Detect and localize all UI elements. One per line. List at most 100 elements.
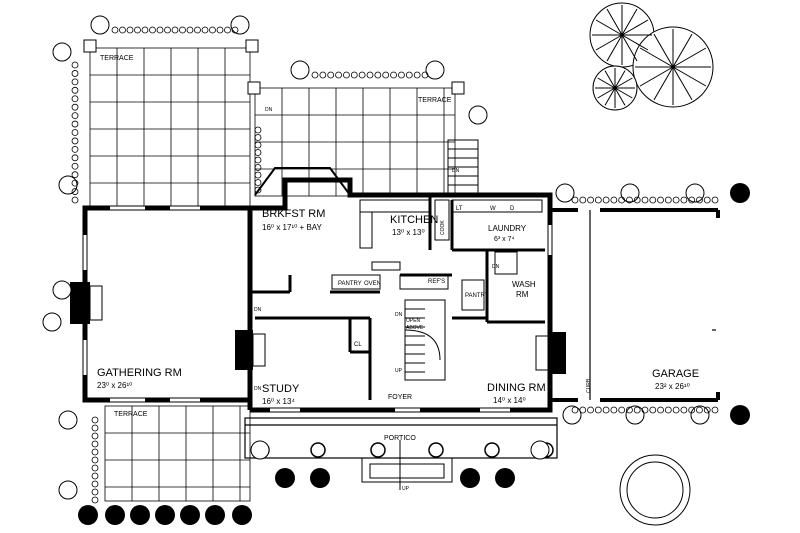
tree-spoke <box>672 33 693 68</box>
shrub-circle <box>290 60 310 80</box>
flower <box>390 71 397 79</box>
gathering-dims: 23⁰ x 26¹⁰ <box>97 381 132 390</box>
laundry-name: LAUNDRY <box>488 224 527 233</box>
kitchen-counters <box>331 199 543 311</box>
garage-curb <box>589 210 716 400</box>
tree-spoke <box>604 87 616 106</box>
tree-spoke <box>595 34 623 51</box>
shrub-circle <box>42 312 62 332</box>
flower <box>71 196 79 204</box>
flower <box>571 406 579 414</box>
dark-shrub <box>310 468 330 488</box>
brkfst-name: BRKFST RM <box>262 208 325 220</box>
oven-label: OVEN <box>364 281 381 287</box>
flower <box>71 188 79 195</box>
flower <box>156 26 164 34</box>
flower <box>134 26 141 34</box>
dark-shrub <box>130 505 150 525</box>
hearths <box>89 285 549 371</box>
breakfast-bay <box>254 167 351 196</box>
tree-spoke <box>621 34 649 51</box>
flower <box>618 196 626 204</box>
flower <box>71 171 79 179</box>
portico-column <box>428 442 444 458</box>
flower <box>91 496 99 504</box>
flower <box>254 171 262 179</box>
shrub-circle <box>468 105 488 125</box>
flower <box>311 71 319 79</box>
flower <box>71 162 79 170</box>
tree-spoke <box>621 8 638 36</box>
tree-spoke <box>614 77 633 89</box>
flower <box>91 480 99 488</box>
shrub-circle <box>425 60 445 80</box>
flower <box>254 141 262 149</box>
kitchen-name: KITCHEN <box>390 214 438 226</box>
flower <box>579 406 587 414</box>
flower <box>209 26 216 34</box>
flower <box>141 26 149 34</box>
flower <box>413 71 421 79</box>
flower <box>179 26 186 34</box>
pantry-label-2: PANTRY <box>465 293 489 299</box>
shrub-circle <box>58 410 78 430</box>
flower <box>126 26 134 34</box>
flower <box>594 406 602 414</box>
flower <box>71 145 79 153</box>
brkfst-dims: 16⁰ x 17¹⁰ + BAY <box>262 223 323 232</box>
up-label-2: UP <box>402 486 410 492</box>
flower <box>657 196 664 204</box>
shrub-circle <box>530 440 550 460</box>
dn-label-6: DN <box>254 386 262 392</box>
portico-columns <box>254 442 554 458</box>
portico-column <box>310 442 326 458</box>
dark-shrub <box>730 405 750 425</box>
flower <box>71 61 79 69</box>
tree-spoke <box>639 47 674 68</box>
flower <box>626 406 633 414</box>
flower <box>71 137 79 145</box>
flower <box>71 120 79 128</box>
flower <box>421 71 429 79</box>
main-stair <box>404 299 446 381</box>
flower <box>254 164 262 171</box>
dark-shrub <box>275 468 295 488</box>
dn-label-5: DN <box>395 312 403 318</box>
laundry-dims: 6³ x 7⁴ <box>494 236 515 243</box>
garage-dims: 23² x 26¹⁰ <box>655 382 690 391</box>
flower <box>696 196 703 204</box>
flower <box>672 406 680 414</box>
tree-spoke <box>614 70 626 89</box>
dark-shrub <box>730 183 750 203</box>
flower <box>91 424 99 432</box>
tree-spoke <box>606 34 623 62</box>
garage-walls <box>550 208 720 402</box>
study-dims: 16⁰ x 13⁴ <box>262 397 295 406</box>
flower <box>91 488 99 496</box>
dn-label-2: DN <box>452 168 460 174</box>
flower <box>350 71 358 79</box>
terrace-nw-paving <box>89 47 251 209</box>
terrace-sw-name: TERRACE <box>114 411 148 418</box>
fireplaces <box>70 282 566 374</box>
tree-spoke <box>621 34 638 62</box>
flower <box>91 464 99 472</box>
flower <box>91 472 99 480</box>
flower <box>254 134 262 141</box>
shrub-circle <box>250 440 270 460</box>
terrace-posts <box>83 39 465 95</box>
flower <box>657 406 664 414</box>
trees-ne <box>589 2 714 111</box>
kitchen-dims: 13⁰ x 13⁰ <box>392 228 425 237</box>
flower <box>91 416 99 424</box>
dn-label-4: DN <box>254 307 262 313</box>
flower <box>664 196 672 204</box>
dark-shrub <box>495 468 515 488</box>
flower <box>374 71 382 79</box>
open-above-label-2: ABOVE <box>406 325 424 331</box>
dark-shrub <box>78 505 98 525</box>
flower <box>224 26 231 34</box>
lt-label: LT <box>456 206 463 212</box>
flower <box>633 406 641 414</box>
flower <box>216 26 224 34</box>
